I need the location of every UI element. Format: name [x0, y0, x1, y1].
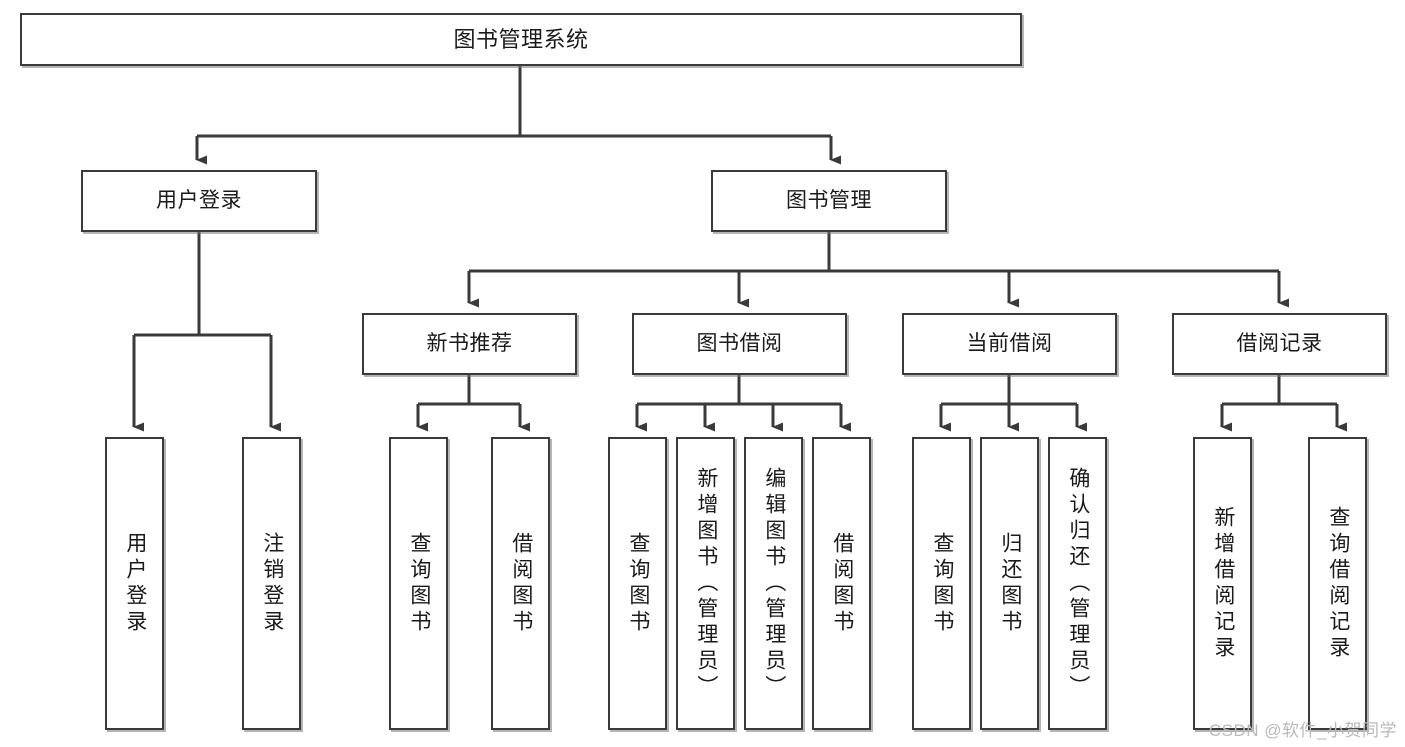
node-book-borrow[interactable]: 图书借阅	[632, 313, 847, 375]
leaf-user-login-signin[interactable]: 用户登录	[105, 437, 164, 730]
leaf-borrow-borrow-book[interactable]: 借阅图书	[812, 437, 871, 730]
leaf-borrow-add-book-admin[interactable]: 新增图书（管理员）	[676, 437, 735, 730]
leaf-new-book-borrow[interactable]: 借阅图书	[491, 437, 550, 730]
node-book-management[interactable]: 图书管理	[711, 170, 947, 232]
leaf-borrow-edit-book-admin[interactable]: 编辑图书（管理员）	[744, 437, 803, 730]
leaf-current-query-book[interactable]: 查询图书	[912, 437, 971, 730]
node-borrow-records[interactable]: 借阅记录	[1172, 313, 1387, 375]
leaf-records-add-record[interactable]: 新增借阅记录	[1193, 437, 1252, 730]
node-new-book-recommend[interactable]: 新书推荐	[362, 313, 577, 375]
leaf-borrow-query-book[interactable]: 查询图书	[608, 437, 667, 730]
node-root-system[interactable]: 图书管理系统	[20, 13, 1022, 66]
node-user-login[interactable]: 用户登录	[81, 170, 317, 232]
leaf-current-confirm-return-admin[interactable]: 确认归还（管理员）	[1048, 437, 1107, 730]
leaf-current-return-book[interactable]: 归还图书	[980, 437, 1039, 730]
leaf-records-query-record[interactable]: 查询借阅记录	[1308, 437, 1367, 730]
leaf-new-book-query[interactable]: 查询图书	[389, 437, 448, 730]
node-current-borrow[interactable]: 当前借阅	[902, 313, 1117, 375]
leaf-user-login-signout[interactable]: 注销登录	[242, 437, 301, 730]
